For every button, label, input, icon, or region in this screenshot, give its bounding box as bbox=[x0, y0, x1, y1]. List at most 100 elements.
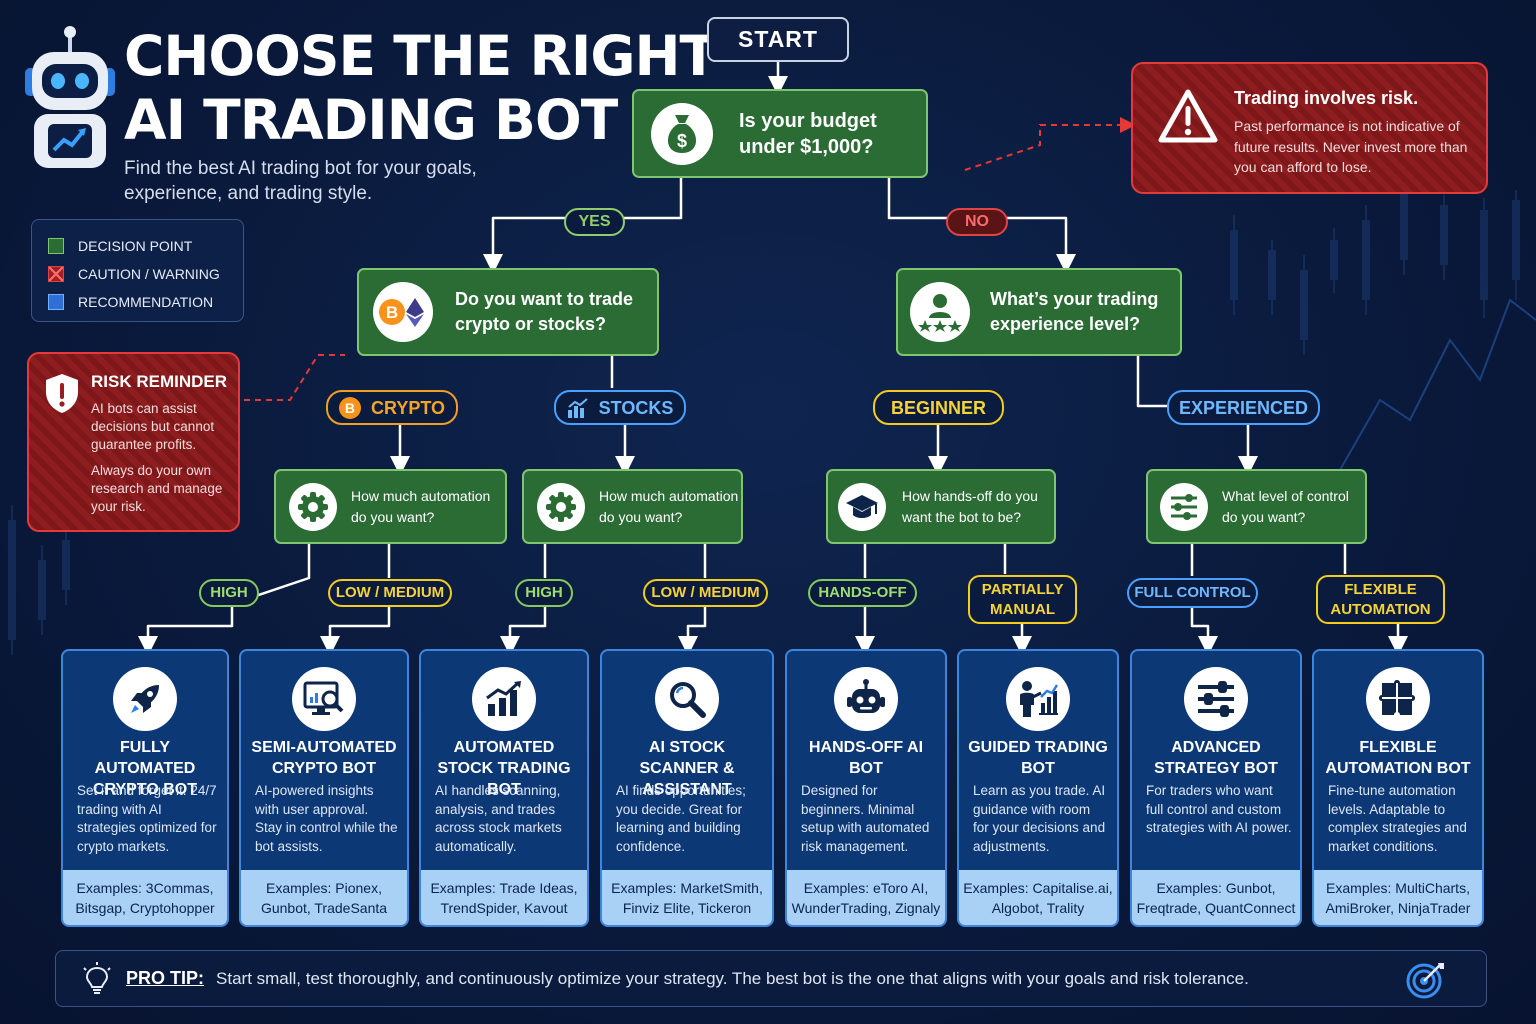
rocket-icon bbox=[113, 667, 177, 731]
svg-text:$: $ bbox=[677, 131, 687, 151]
puzzle-icon bbox=[1366, 667, 1430, 731]
decision-automation-stocks: How much automation do you want? bbox=[522, 469, 743, 544]
robot-mascot-icon bbox=[25, 26, 115, 168]
decision-handsoff: How hands-off do you want the bot to be? bbox=[826, 469, 1056, 544]
card-flexible-automation[interactable]: FLEXIBLE AUTOMATION BOT Fine-tune automa… bbox=[1312, 649, 1484, 927]
card-description: Learn as you trade. AI guidance with roo… bbox=[973, 783, 1106, 854]
card-advanced-strategy[interactable]: ADVANCED STRATEGY BOT For traders who wa… bbox=[1130, 649, 1302, 927]
card-description: Fine-tune automation levels. Adaptable t… bbox=[1328, 783, 1467, 854]
pro-tip-text: Start small, test thoroughly, and contin… bbox=[216, 968, 1249, 988]
caution-swatch bbox=[48, 266, 64, 282]
page-title-line1: CHOOSE THE RIGHT bbox=[124, 24, 717, 88]
legend-item-decision: DECISION POINT bbox=[48, 232, 243, 260]
page-title-line2: AI TRADING BOT bbox=[124, 88, 618, 152]
legend-label: DECISION POINT bbox=[78, 238, 193, 254]
legend: DECISION POINT CAUTION / WARNING RECOMME… bbox=[31, 219, 244, 322]
decision-market-text: Do you want to trade crypto or stocks? bbox=[455, 289, 634, 334]
decision-control: What level of control do you want? bbox=[1146, 469, 1367, 544]
branch-stocks-label: STOCKS bbox=[554, 390, 686, 425]
card-automated-stock[interactable]: AUTOMATED STOCK TRADING BOT AI handles s… bbox=[419, 649, 589, 927]
risk-reminder-text1: AI bots can assist decisions but cannot … bbox=[91, 401, 215, 452]
legend-label: RECOMMENDATION bbox=[78, 294, 214, 310]
card-examples: Examples: Capitalise.ai, Algobot, Tralit… bbox=[959, 870, 1117, 925]
bar-chart-icon bbox=[472, 667, 536, 731]
card-description: Set it and forget it. 24/7 trading with … bbox=[77, 783, 217, 854]
sliders-icon bbox=[1184, 667, 1248, 731]
warning-text: Past performance is not indicative of fu… bbox=[1234, 118, 1468, 175]
card-description: AI handles scanning, analysis, and trade… bbox=[435, 783, 562, 854]
card-hands-off-ai[interactable]: HANDS-OFF AI BOT Designed for beginners.… bbox=[785, 649, 947, 927]
recommendation-swatch bbox=[48, 294, 64, 310]
user-stars-icon bbox=[910, 282, 970, 342]
legend-item-recommendation: RECOMMENDATION bbox=[48, 288, 243, 316]
card-title: AUTOMATED STOCK TRADING BOT bbox=[437, 739, 571, 798]
card-examples: Examples: Gunbot, Freqtrade, QuantConnec… bbox=[1132, 870, 1300, 925]
pro-tip-label: PRO TIP: bbox=[126, 968, 205, 988]
decision-handsoff-text: How hands-off do you want the bot to be? bbox=[902, 487, 1038, 525]
card-examples: Examples: MarketSmith, Finviz Elite, Tic… bbox=[602, 870, 772, 925]
decision-automation-stocks-text: How much automation do you want? bbox=[599, 487, 739, 525]
card-examples: Examples: eToro AI, WunderTrading, Zigna… bbox=[787, 870, 945, 925]
card-description: AI finds opportunities; you decide. Grea… bbox=[616, 783, 746, 854]
card-description: Designed for beginners. Minimal setup wi… bbox=[801, 783, 930, 854]
warning-triangle-icon bbox=[1158, 89, 1218, 143]
branch-high-stocks: HIGH bbox=[515, 579, 573, 607]
card-fully-automated-crypto[interactable]: FULLY AUTOMATED CRYPTO BOT Set it and fo… bbox=[61, 649, 229, 927]
card-guided-trading[interactable]: GUIDED TRADING BOT Learn as you trade. A… bbox=[957, 649, 1119, 927]
money-bag-icon: $ bbox=[651, 102, 713, 165]
svg-text:B: B bbox=[386, 303, 398, 322]
magnifier-icon bbox=[655, 667, 719, 731]
branch-flexible-automation: FLEXIBLE AUTOMATION bbox=[1316, 575, 1445, 624]
card-title: SEMI-AUTOMATED CRYPTO BOT bbox=[251, 739, 397, 777]
decision-market: B Do you want to trade crypto or stocks? bbox=[357, 268, 659, 356]
branch-no-label: NO bbox=[946, 208, 1008, 236]
card-examples: Examples: MultiCharts, AmiBroker, NinjaT… bbox=[1314, 870, 1482, 925]
start-node: START bbox=[707, 17, 849, 62]
branch-high-crypto: HIGH bbox=[199, 579, 259, 607]
presenter-chart-icon bbox=[1006, 667, 1070, 731]
branch-yes-label: YES bbox=[564, 208, 625, 236]
stock-chart-icon bbox=[567, 397, 588, 418]
lightbulb-icon bbox=[83, 962, 111, 994]
branch-stocks-text: STOCKS bbox=[598, 397, 674, 418]
target-icon bbox=[1406, 963, 1444, 999]
bitcoin-icon: B bbox=[338, 396, 361, 419]
decision-swatch bbox=[48, 238, 64, 254]
decision-experience-text: What’s your trading experience level? bbox=[990, 289, 1159, 334]
warning-title: Trading involves risk. bbox=[1234, 88, 1419, 108]
crypto-coins-icon: B bbox=[373, 282, 433, 342]
robot-icon bbox=[834, 667, 898, 731]
shield-alert-icon bbox=[46, 374, 78, 413]
decision-budget-text: Is your budget under $1,000? bbox=[739, 109, 877, 158]
decision-control-text: What level of control do you want? bbox=[1222, 487, 1349, 525]
graduation-cap-icon bbox=[838, 482, 886, 531]
card-semi-automated-crypto[interactable]: SEMI-AUTOMATED CRYPTO BOT AI-powered ins… bbox=[239, 649, 409, 927]
legend-item-caution: CAUTION / WARNING bbox=[48, 260, 243, 288]
card-title: FLEXIBLE AUTOMATION BOT bbox=[1325, 739, 1471, 777]
card-title: ADVANCED STRATEGY BOT bbox=[1154, 739, 1278, 777]
page-subtitle: Find the best AI trading bot for your go… bbox=[124, 158, 477, 204]
risk-warning-box: Trading involves risk. Past performance … bbox=[1131, 62, 1488, 194]
gear-icon bbox=[289, 482, 337, 531]
monitor-search-icon bbox=[292, 667, 356, 731]
risk-reminder-text2: Always do your own research and manage y… bbox=[91, 463, 223, 514]
sliders-icon bbox=[1160, 482, 1208, 531]
gear-icon bbox=[537, 482, 585, 531]
branch-lowmed-crypto: LOW / MEDIUM bbox=[328, 579, 452, 607]
card-examples: Examples: Pionex, Gunbot, TradeSanta bbox=[241, 870, 407, 925]
decision-experience: What’s your trading experience level? bbox=[896, 268, 1182, 356]
card-description: For traders who want full control and cu… bbox=[1146, 783, 1292, 835]
card-ai-stock-scanner[interactable]: AI STOCK SCANNER & ASSISTANT AI finds op… bbox=[600, 649, 774, 927]
card-title: HANDS-OFF AI BOT bbox=[808, 739, 924, 777]
legend-label: CAUTION / WARNING bbox=[78, 266, 220, 282]
pro-tip-bar: PRO TIP: Start small, test thoroughly, a… bbox=[55, 950, 1487, 1007]
branch-lowmed-stocks: LOW / MEDIUM bbox=[643, 579, 768, 607]
risk-reminder-box: RISK REMINDER AI bots can assist decisio… bbox=[27, 352, 240, 532]
branch-crypto-text: CRYPTO bbox=[370, 397, 445, 418]
branch-handsoff: HANDS-OFF bbox=[808, 579, 917, 607]
card-description: AI-powered insights with user approval. … bbox=[255, 783, 398, 854]
card-examples: Examples: 3Commas, Bitsgap, Cryptohopper bbox=[63, 870, 227, 925]
branch-beginner-label: BEGINNER bbox=[873, 390, 1004, 425]
branch-partially-manual: PARTIALLY MANUAL bbox=[968, 575, 1077, 624]
